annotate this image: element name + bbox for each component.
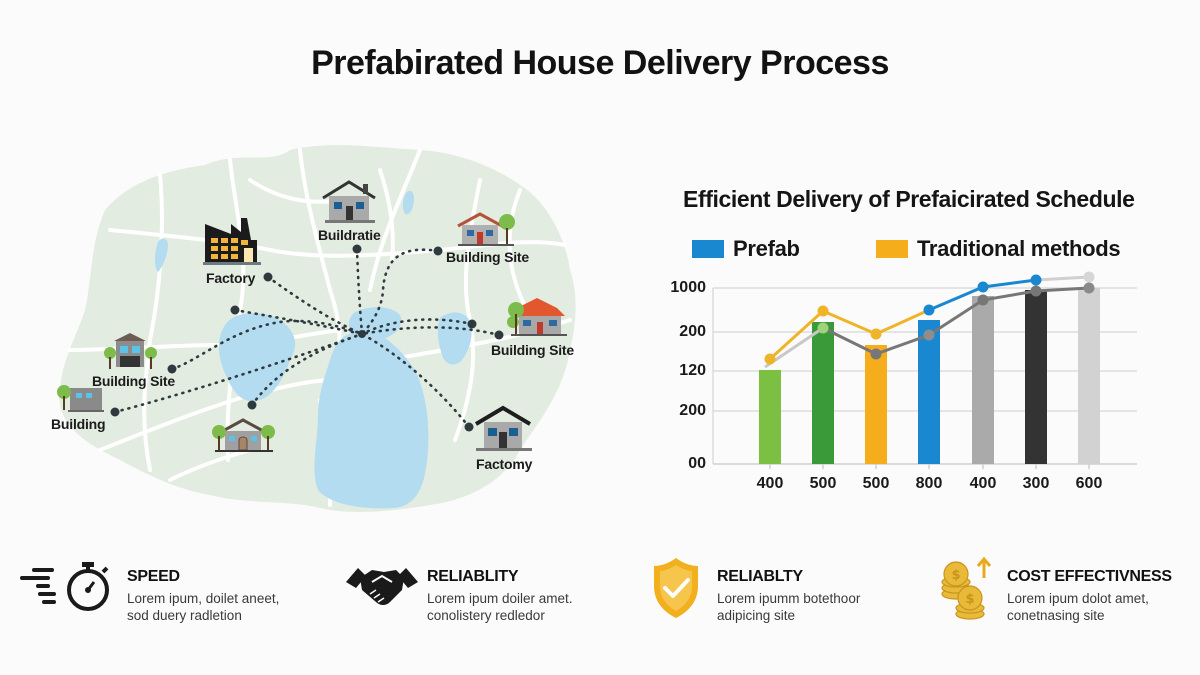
legend-item-prefab: Prefab — [692, 236, 800, 262]
feature-title: SPEED — [127, 568, 180, 585]
legend-label-traditional: Traditional methods — [917, 236, 1121, 261]
bar — [918, 320, 940, 464]
feature-desc-line: sod duery radletion — [127, 608, 242, 623]
house-icon — [474, 405, 532, 451]
x-ticks — [769, 464, 1090, 469]
y-tick-label: 200 — [679, 323, 706, 340]
feature-desc-line: adipicing site — [717, 608, 796, 623]
map-label-building-site-west: Building Site — [92, 373, 175, 389]
x-tick-label: 300 — [1022, 475, 1050, 492]
legend-item-traditional: Traditional methods — [876, 236, 1121, 262]
bar — [865, 345, 887, 464]
feature-desc: Lorem ipum, doilet aneet, sod duery radl… — [127, 590, 279, 624]
svg-text:$: $ — [951, 568, 960, 583]
small-building-icon — [57, 385, 104, 412]
feature-reliability: RELIABLITY Lorem ipum doiler amet. conol… — [344, 556, 604, 626]
bar — [1078, 288, 1100, 464]
feature-desc-line: Lorem ipum, doilet aneet, — [127, 591, 280, 606]
bar — [1025, 290, 1047, 464]
feature-desc: Lorem ipumm botethoor adipicing site — [717, 590, 860, 624]
legend-swatch-traditional — [876, 240, 908, 258]
feature-desc-line: conetnasing site — [1007, 608, 1105, 623]
map-label-factory: Factory — [206, 270, 256, 286]
house-tree-icon — [457, 212, 515, 246]
x-tick-label: 500 — [862, 475, 890, 492]
line-traditional — [768, 308, 930, 361]
x-tick-label: 500 — [809, 475, 837, 492]
y-tick-label: 00 — [688, 455, 706, 472]
line-baseline-trend — [822, 286, 1090, 356]
x-tick-label: 600 — [1075, 475, 1103, 492]
x-tick-label: 800 — [915, 475, 943, 492]
feature-reliability-2: RELIABLTY Lorem ipumm botethoor adipicin… — [650, 556, 910, 626]
factory-icon — [203, 218, 261, 265]
feature-desc-line: Lorem ipum dolot amet, — [1007, 591, 1149, 606]
bar — [759, 370, 781, 464]
house-icon — [322, 180, 376, 223]
feature-desc-line: conolistery redledor — [427, 608, 545, 623]
feature-desc: Lorem ipum dolot amet, conetnasing site — [1007, 590, 1149, 624]
route-dots — [110, 244, 504, 432]
bar — [972, 296, 994, 464]
svg-text:$: $ — [965, 592, 974, 607]
chart-plot — [712, 271, 1137, 469]
x-tick-label: 400 — [969, 475, 997, 492]
line-markers — [764, 271, 1095, 365]
map-label-building: Building — [51, 416, 106, 432]
page-title: Prefabirated House Delivery Process — [311, 44, 889, 82]
y-tick-label: 120 — [679, 362, 706, 379]
chart-bars — [759, 288, 1100, 464]
feature-desc: Lorem ipum doiler amet. conolistery redl… — [427, 590, 573, 624]
feature-title: RELIABLTY — [717, 568, 803, 585]
feature-title: RELIABLITY — [427, 568, 519, 585]
route-lines — [113, 247, 501, 429]
map-label-building-site-east: Building Site — [491, 342, 574, 358]
legend-swatch-prefab — [692, 240, 724, 258]
cottage-icon — [212, 418, 275, 452]
delivery-map: Factory Buildratie Building Site Buildin… — [0, 120, 620, 540]
handshake-icon — [346, 568, 418, 605]
y-tick-label: 1000 — [670, 279, 706, 296]
shield-check-icon — [654, 558, 698, 618]
map-graphic — [57, 145, 576, 512]
x-tick-label: 400 — [756, 475, 784, 492]
feature-cost-effectiveness: $ $ COST EFFECTIVNESS Lorem ipum dolot a… — [938, 556, 1200, 626]
map-label-factomy: Factomy — [476, 456, 533, 472]
legend-label-prefab: Prefab — [733, 236, 800, 261]
house-tree-icon — [507, 298, 567, 336]
map-label-buildratie: Buildratie — [318, 227, 381, 243]
y-tick-label: 200 — [679, 402, 706, 419]
line-prefab-projected — [1035, 275, 1090, 282]
stopwatch-icon — [20, 562, 109, 611]
warehouse-icon — [104, 333, 157, 369]
map-label-building-site-ne: Building Site — [446, 249, 529, 265]
coins-arrow-up-icon: $ $ — [941, 556, 992, 620]
feature-desc-line: Lorem ipumm botethoor — [717, 591, 861, 606]
chart-title: Efficient Delivery of Prefaicirated Sche… — [683, 186, 1135, 212]
bar — [812, 322, 834, 464]
feature-desc-line: Lorem ipum doiler amet. — [427, 591, 573, 606]
feature-title: COST EFFECTIVNESS — [1007, 568, 1172, 585]
feature-speed: SPEED Lorem ipum, doilet aneet, sod duer… — [18, 556, 318, 626]
